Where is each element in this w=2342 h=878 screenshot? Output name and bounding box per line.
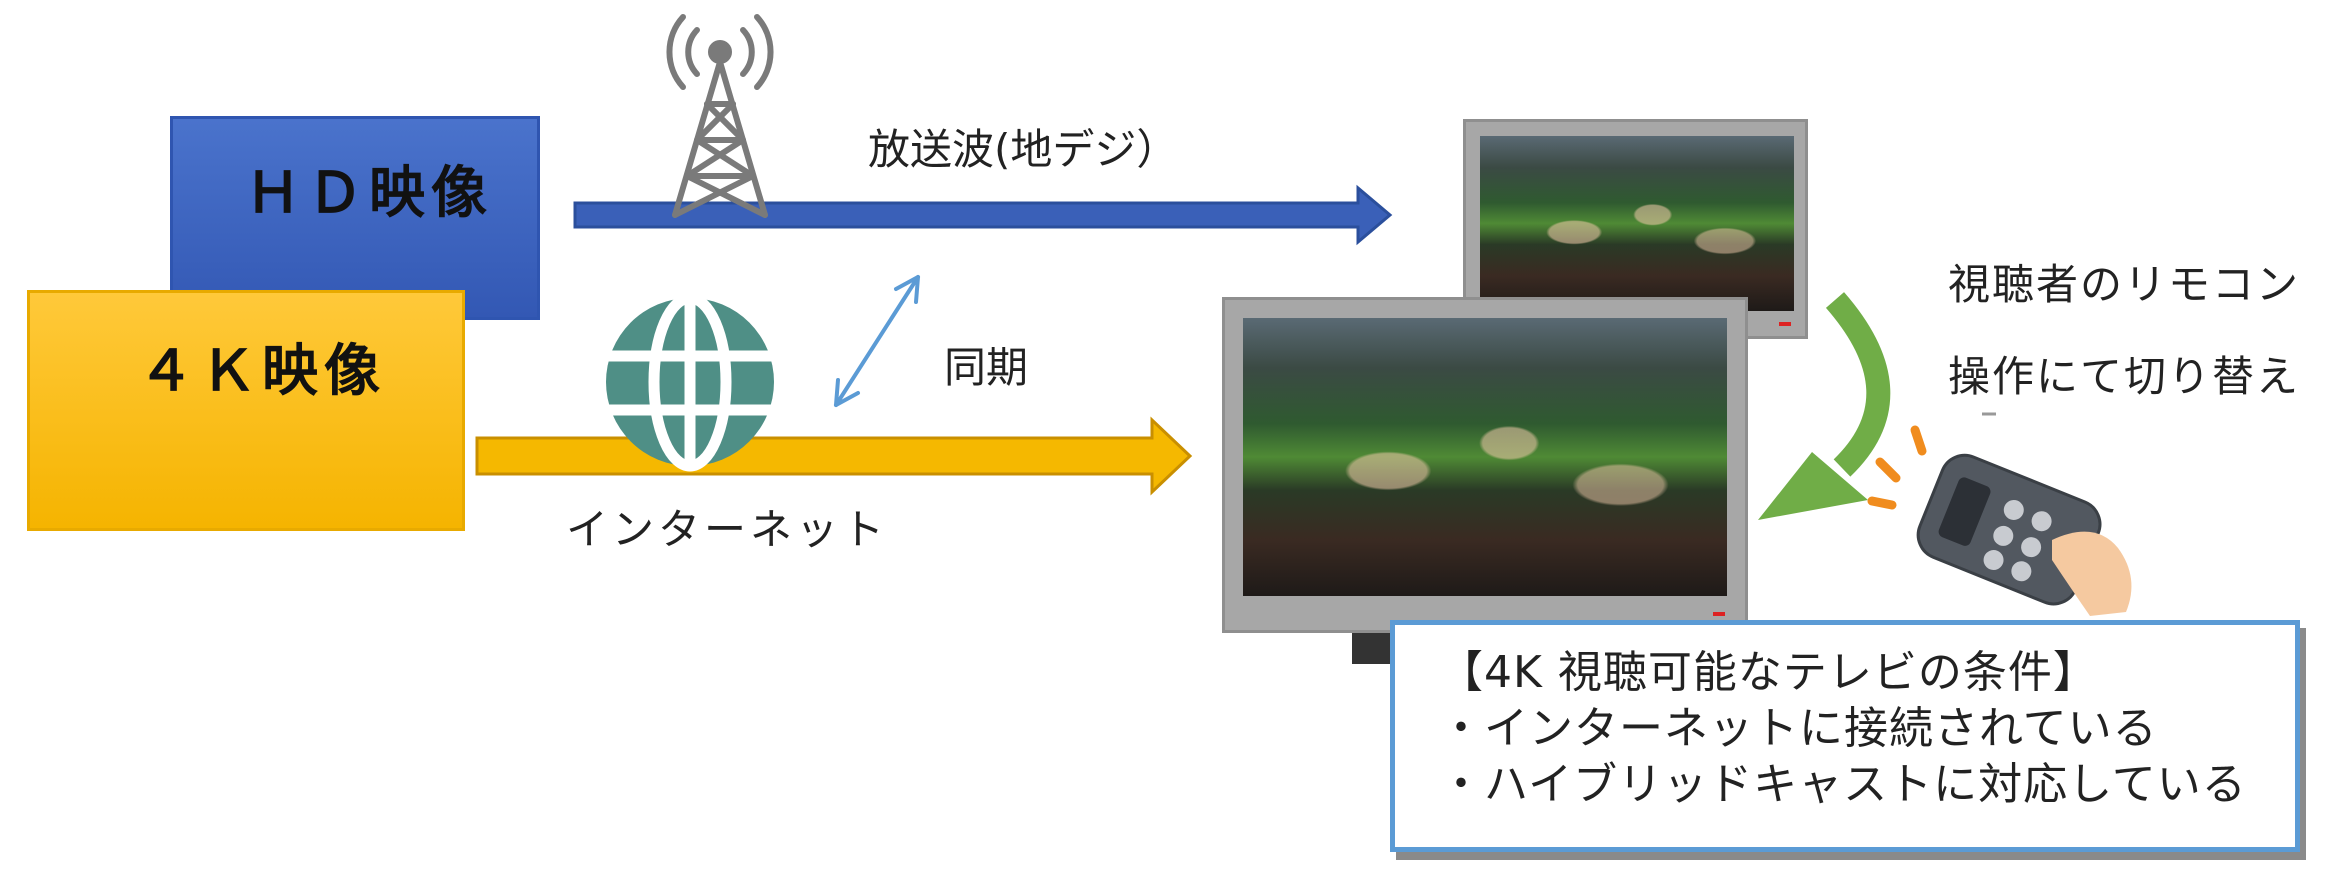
condition-item: ・ハイブリッドキャストに対応している [1439,759,2247,810]
4k-source-box [27,290,465,531]
antenna-tower-icon [666,14,774,218]
4k-television [1222,297,1748,633]
internet-label: インターネット [566,505,889,554]
sync-label: 同期 [944,343,1029,392]
condition-item: ・インターネットに接続されている [1439,703,2158,754]
power-led [1779,322,1791,326]
hd-tv-screen [1480,136,1794,311]
viewer-switch-text: 操作にて切り替え [1948,352,2301,401]
switch-arrow [1758,292,1891,520]
power-led [1713,612,1725,616]
remote-control-icon [1867,425,2132,616]
hd-source-box [170,116,540,320]
globe-icon [606,292,774,472]
conditions-box: 【4K 視聴可能なテレビの条件】 ・インターネットに接続されている ・ハイブリッ… [1390,620,2300,852]
broadcast-label: 放送波(地デジ） [868,125,1179,174]
conditions-title: 【4K 視聴可能なテレビの条件】 [1439,647,2098,698]
4k-tv-screen [1243,318,1727,596]
broadcast-arrow [573,184,1393,246]
internet-arrow [475,416,1193,496]
4k-source-label: ４Ｋ映像 [138,339,386,404]
hd-source-label: ＨＤ映像 [245,161,493,226]
viewer-remote-text: 視聴者のリモコン [1948,260,2301,309]
sync-arrow [834,275,920,407]
